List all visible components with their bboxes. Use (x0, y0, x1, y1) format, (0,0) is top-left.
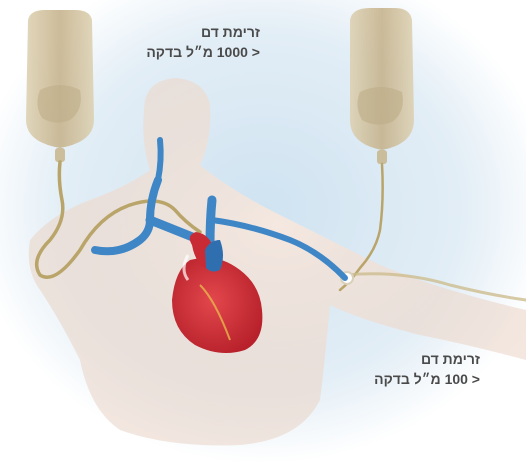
flow-label-top: זרימת דם < 1000 מ״ל בדקה (110, 22, 260, 62)
flow-label-top-line1: זרימת דם (110, 22, 260, 42)
iv-bag-left (26, 10, 94, 162)
flow-label-bottom-line2: < 100 מ״ל בדקה (300, 369, 480, 389)
flow-label-bottom-line1: זרימת דם (300, 349, 480, 369)
iv-bag-right (350, 8, 414, 164)
flow-label-top-line2: < 1000 מ״ל בדקה (110, 42, 260, 62)
flow-label-bottom: זרימת דם < 100 מ״ל בדקה (300, 349, 480, 389)
